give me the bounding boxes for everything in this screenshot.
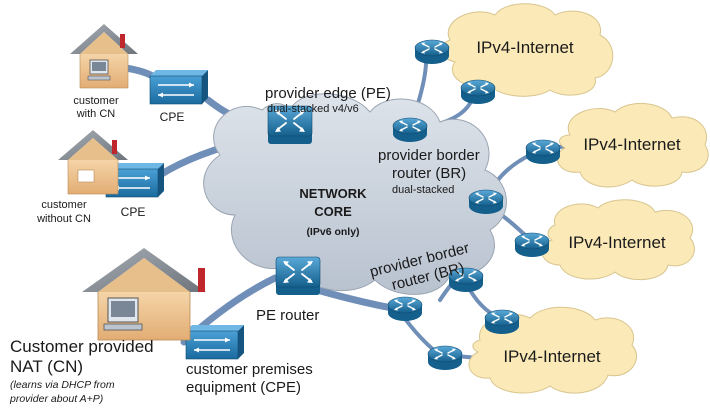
house-nat-icon <box>82 248 206 341</box>
core-subtitle: (IPv6 only) <box>306 226 359 238</box>
br-top-sublabel: dual-stacked <box>392 184 454 196</box>
router-r2-icon <box>460 79 496 105</box>
pe-top-sublabel: dual-stacked v4/v6 <box>267 103 359 115</box>
ipv4-cloud-2: IPv4-Internet <box>556 102 709 188</box>
customer-no-cn-line1: customer <box>41 199 87 211</box>
customer-no-cn-line2: without CN <box>36 213 91 225</box>
customer-cn-line2: with CN <box>76 108 116 120</box>
customer-cn-line1: customer <box>73 95 119 107</box>
pe-top-label: provider edge (PE) <box>265 85 391 102</box>
cpe-top-icon <box>149 69 209 105</box>
core-title-line2: CORE <box>314 204 352 219</box>
ipv4-cloud-4-label: IPv4-Internet <box>503 347 601 366</box>
br-top-label-line2: router (BR) <box>392 165 466 182</box>
router-r3-icon <box>525 139 561 165</box>
core-title-line1: NETWORK <box>299 186 367 201</box>
br-router-bottom-icon <box>387 296 423 322</box>
cpe-big-line2: equipment (CPE) <box>186 379 301 396</box>
cpe-mid-label: CPE <box>121 205 146 219</box>
br-router-top-icon <box>392 117 428 143</box>
ipv4-cloud-1: IPv4-Internet <box>441 3 614 97</box>
house-with-cn-icon <box>70 24 138 89</box>
ipv4-cloud-1-label: IPv4-Internet <box>476 38 574 57</box>
router-r8-icon <box>427 345 463 371</box>
ipv4-cloud-3-label: IPv4-Internet <box>568 233 666 252</box>
customer-nat-note1: (learns via DHCP from <box>10 379 115 391</box>
customer-nat-line1: Customer provided <box>10 337 154 356</box>
cpe-top-label: CPE <box>160 110 185 124</box>
router-r4-icon <box>468 189 504 215</box>
pe-bottom-label: PE router <box>256 307 319 324</box>
customer-nat-note2: provider about A+P) <box>9 393 103 405</box>
cpe-big-icon <box>185 324 245 360</box>
br-top-label-line1: provider border <box>378 147 480 164</box>
ipv4-cloud-3: IPv4-Internet <box>541 199 695 281</box>
house-without-cn-icon <box>58 130 128 195</box>
customer-nat-line2: NAT (CN) <box>10 357 83 376</box>
router-r5-icon <box>514 232 550 258</box>
ipv4-cloud-2-label: IPv4-Internet <box>583 135 681 154</box>
router-r1-icon <box>414 39 450 65</box>
cpe-big-line1: customer premises <box>186 361 313 378</box>
pe-router-bottom-icon <box>275 256 321 296</box>
router-r7-icon <box>484 309 520 335</box>
